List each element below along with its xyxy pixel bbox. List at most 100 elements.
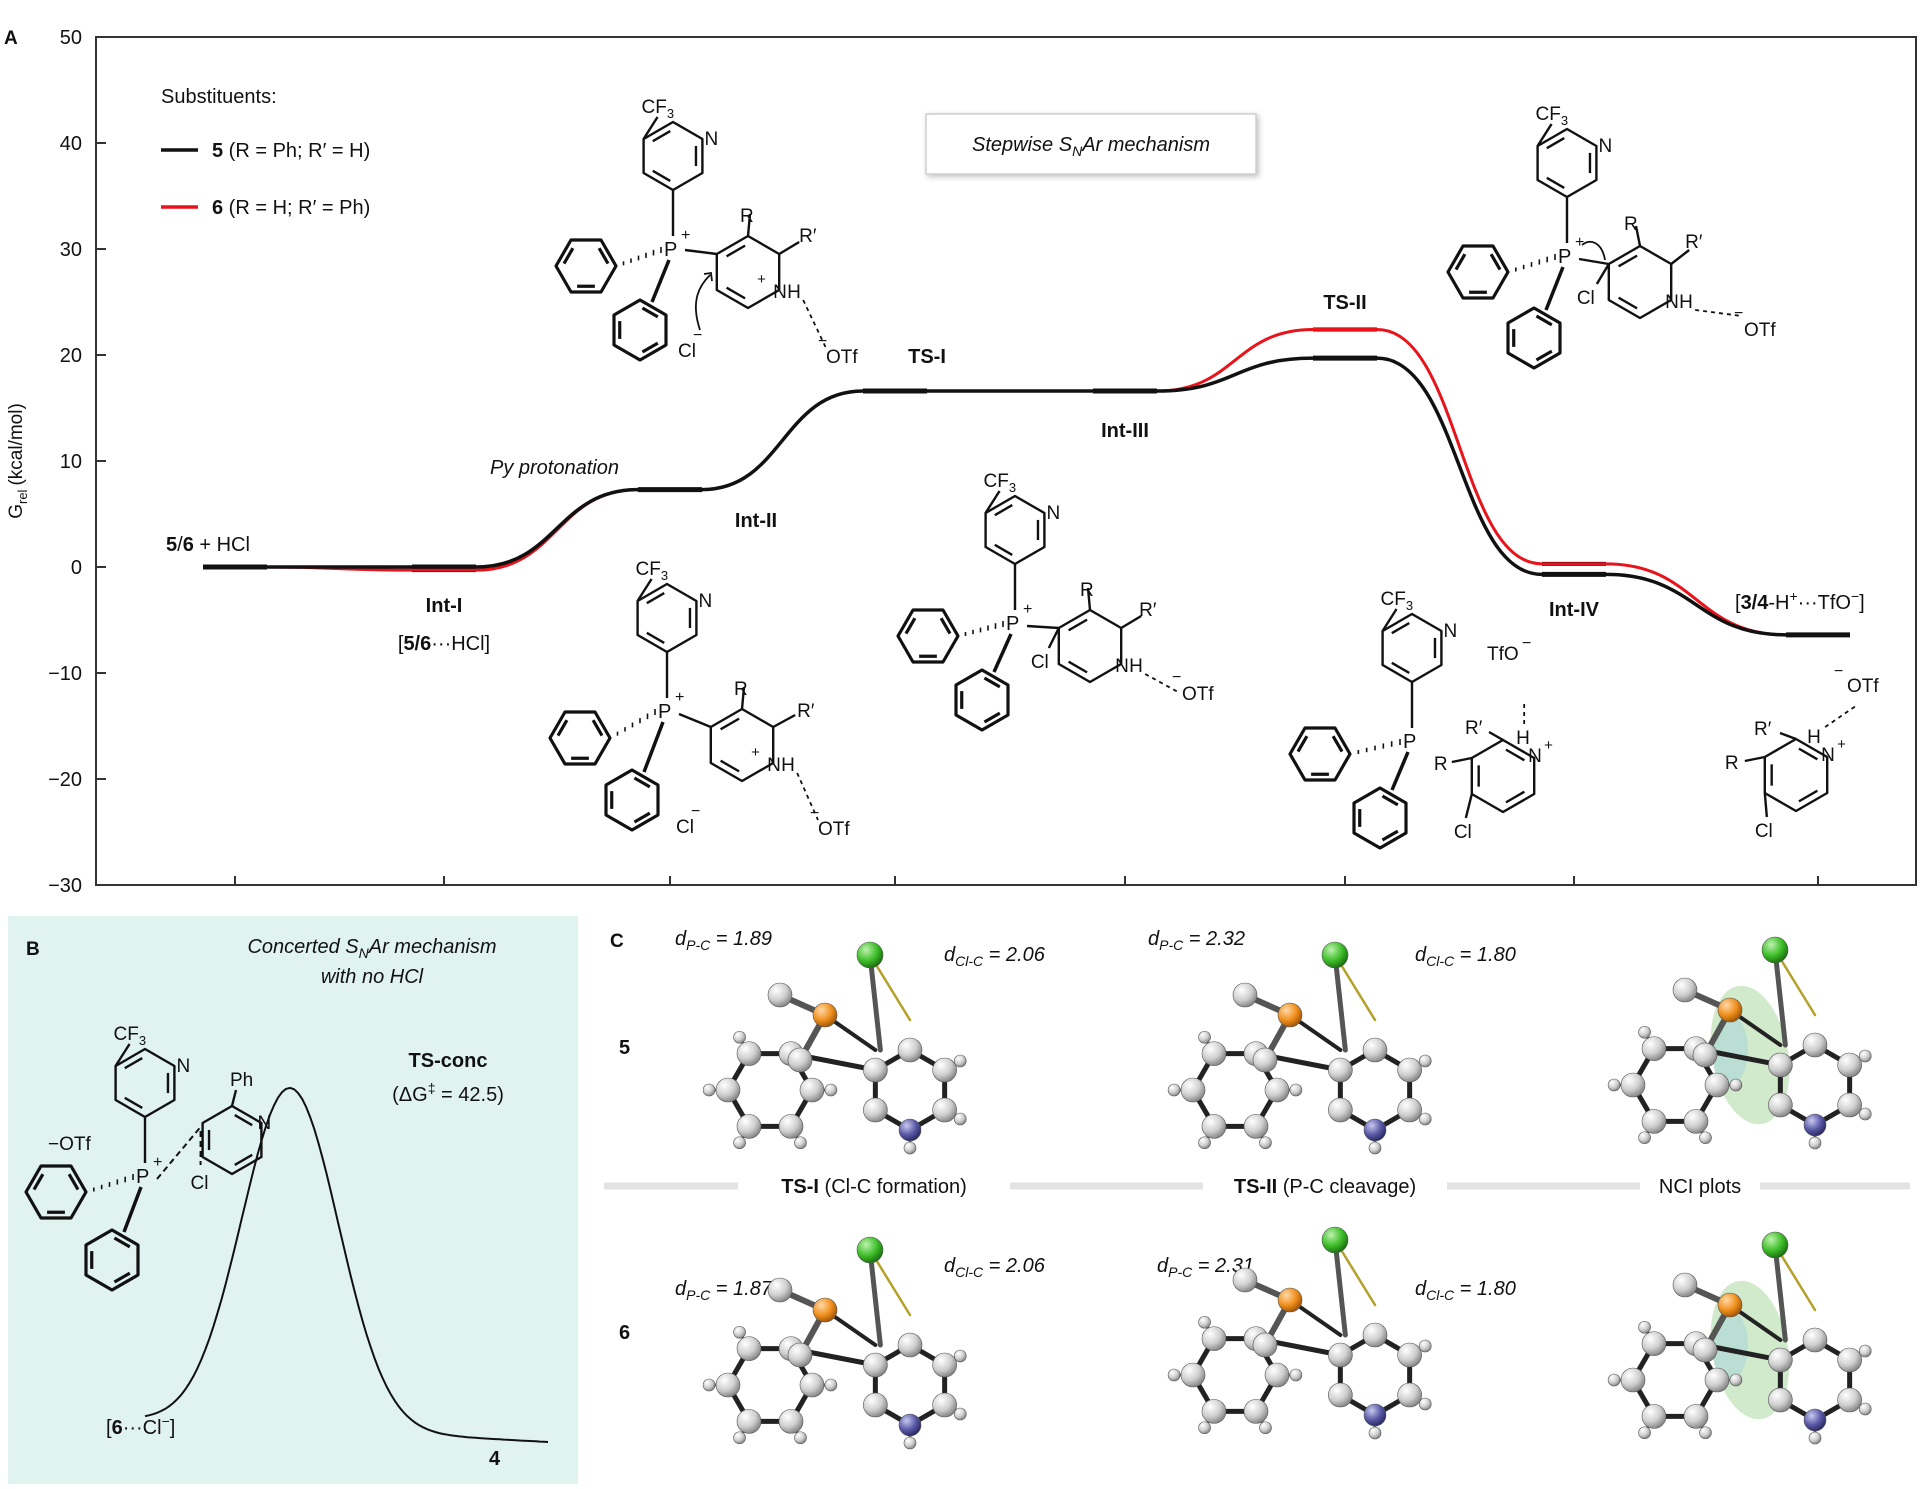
phenyl-ring	[1352, 786, 1408, 850]
pyridinium-ring	[1763, 737, 1829, 813]
hydrogen-atom	[1289, 1368, 1303, 1382]
bond	[230, 1089, 238, 1107]
bond	[1670, 249, 1690, 265]
carbon-atom	[863, 1097, 888, 1123]
chlorine-atom	[1761, 1231, 1789, 1259]
double-bond	[234, 1114, 253, 1127]
bond	[1464, 793, 1473, 819]
hydrogen-atom	[1418, 1397, 1432, 1411]
y-tick-label: −10	[48, 663, 82, 685]
hydrogen-atom	[733, 1431, 746, 1445]
minus-label: −	[1834, 663, 1843, 680]
phosphorus-atom	[812, 1002, 838, 1028]
chlorine-atom	[1321, 1226, 1349, 1254]
phenyl-ring	[554, 238, 618, 294]
cl-label: Cl	[1031, 652, 1049, 673]
carbon-atom	[1252, 1047, 1278, 1073]
double-bond	[1296, 735, 1309, 753]
carbon-atom	[1672, 977, 1698, 1003]
n-label: N	[1821, 745, 1835, 766]
ball-and-stick-models	[702, 936, 1872, 1450]
plus-label: +	[681, 227, 690, 244]
otf-label: OTf	[818, 819, 850, 840]
hydrogen-atom	[1167, 1368, 1181, 1382]
hydrogen-atom	[733, 1030, 746, 1044]
double-bond	[1618, 296, 1638, 310]
carbon-atom	[1683, 1109, 1709, 1134]
nitrogen-atom	[1803, 1113, 1827, 1137]
bond	[642, 721, 665, 773]
y-tick-label: 0	[71, 557, 82, 579]
legend-item-5: 5 (R = Ph; R′ = H)	[212, 140, 370, 162]
double-bond	[983, 676, 1001, 689]
bond	[1047, 627, 1060, 649]
hydrogen-atom	[1167, 1083, 1181, 1097]
carbon-atom	[932, 1057, 957, 1083]
bond	[1390, 751, 1410, 791]
column-title-bar: TS-I (Cl-C formation) TS-II (P-C cleavag…	[604, 1172, 1910, 1200]
stepwise-box: Stepwise SNAr mechanism	[925, 113, 1257, 175]
double-bond	[641, 306, 659, 319]
carbon-atom	[1201, 1399, 1227, 1424]
p-label: P	[1006, 613, 1019, 635]
hydrogen-atom	[1638, 1426, 1651, 1440]
hydrogen-atom	[794, 1136, 807, 1150]
carbon-atom	[1641, 1331, 1667, 1356]
chlorine-atom	[856, 941, 884, 969]
bond	[1120, 614, 1142, 630]
double-bond	[726, 244, 746, 258]
carbon-atom	[715, 1077, 741, 1103]
p-label: P	[1403, 731, 1416, 753]
hydrogen-atom	[1368, 1141, 1382, 1155]
cf3-label: CF3	[636, 559, 669, 583]
double-bond	[633, 776, 651, 789]
y-tick-label: 30	[60, 239, 82, 261]
bond	[740, 686, 746, 710]
double-bond	[983, 711, 1001, 724]
panel-b-title-1: Concerted SNAr mechanism	[247, 936, 496, 961]
hydrogen-atom	[1607, 1373, 1621, 1387]
double-bond	[1546, 176, 1565, 189]
phenyl-ring	[1288, 726, 1352, 782]
carbon-atom	[778, 1409, 804, 1434]
dist-label: dP-C = 1.89	[675, 928, 772, 953]
chlorine-atom	[856, 1236, 884, 1264]
label-int-ii: Int-II	[735, 510, 777, 532]
carbon-atom	[1362, 1322, 1388, 1348]
nitrogen-atom	[898, 1118, 922, 1142]
double-bond	[1798, 747, 1818, 761]
cf3-label: CF3	[642, 97, 675, 121]
double-bond	[641, 341, 659, 354]
r-label: R	[1624, 214, 1638, 235]
carbon-atom	[1397, 1097, 1422, 1123]
hydrogen-atom	[1858, 1049, 1872, 1063]
row-label-5: 5	[619, 1037, 630, 1059]
double-bond	[32, 1173, 45, 1191]
plus-label: +	[751, 744, 760, 761]
plus-label: +	[1837, 736, 1846, 753]
carbon-atom	[1641, 1404, 1667, 1429]
minus-label: −	[810, 805, 819, 822]
bond	[778, 240, 800, 256]
bond	[642, 116, 659, 140]
hydrogen-atom	[733, 1325, 746, 1339]
hydrogen-atom	[702, 1378, 716, 1392]
double-bond	[1381, 829, 1399, 842]
minus-label: −	[818, 333, 827, 350]
title-gap	[1640, 1172, 1760, 1200]
hydrogen-atom	[1418, 1339, 1432, 1353]
carbon-atom	[863, 1057, 888, 1083]
hydrogen-atom	[953, 1112, 967, 1126]
label-int-iii: Int-III	[1101, 420, 1149, 442]
hydrogen-atom	[1198, 1030, 1211, 1044]
carbon-atom	[799, 1077, 825, 1103]
hydrogen-atom	[794, 1431, 807, 1445]
carbon-atom	[1692, 1042, 1718, 1068]
pyridine-ring	[1536, 127, 1598, 199]
y-tick-label: 40	[60, 133, 82, 155]
plus-label: +	[1023, 601, 1032, 618]
plus-label: +	[675, 689, 684, 706]
stepwise-box-frame	[925, 113, 1257, 175]
